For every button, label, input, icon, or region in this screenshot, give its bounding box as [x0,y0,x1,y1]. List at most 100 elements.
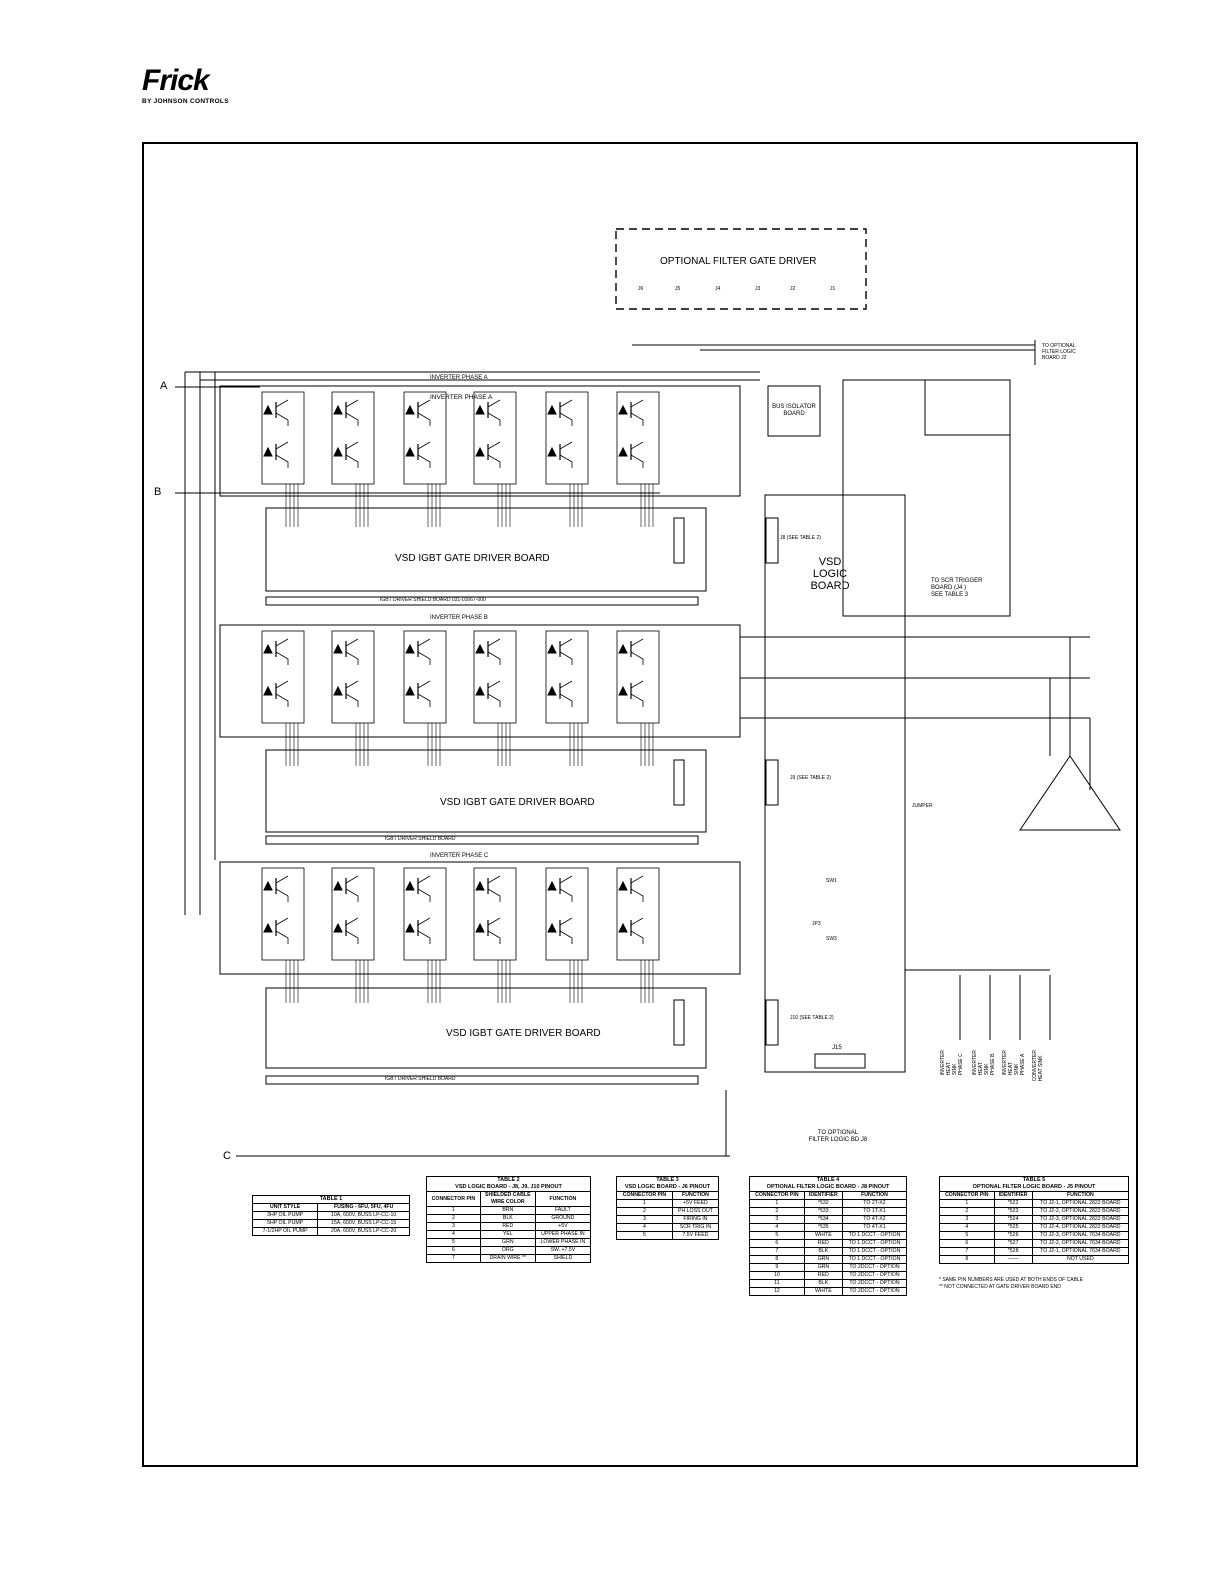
bus-isolator-box [767,385,821,437]
igbt-module [331,630,375,766]
vsd-logic-board-box [764,494,906,1073]
inverter-phase-a-label: INVERTER PHASE A [430,375,488,381]
filter-capacitor-triangle [1019,755,1121,831]
inverter-phase-a-box [219,385,741,497]
table-5-notes: * SAME PIN NUMBERS ARE USED AT BOTH ENDS… [939,1277,1084,1290]
igbt-module [331,867,375,1003]
inverter-phase-b-box [219,624,741,738]
driver-board-c-label: VSD IGBT GATE DRIVER BOARD [446,1028,601,1039]
driver-board-a [265,507,707,592]
igbt-module [331,391,375,527]
logo-wordmark: Frick [142,64,210,97]
jp3-label: JP3 [812,921,821,927]
inverter-phase-c-box [219,861,741,975]
igbt-module [261,630,305,766]
sw1-label: SW1 [826,878,837,884]
shield-board-c-label: IGBT DRIVER SHIELD BOARD [385,1076,456,1082]
shield-board-b-label: IGBT DRIVER SHIELD BOARD [385,836,456,842]
diagram-frame [142,142,1138,1467]
igbt-module [616,391,660,527]
label-a: A [160,380,168,392]
table-row: 1+5V FEED [616,1199,720,1208]
igbt-module [616,630,660,766]
igbt-module [545,391,589,527]
igbt-module [403,391,447,527]
jumper-label: JUMPER [912,803,933,809]
igbt-module [403,630,447,766]
igbt-module [261,867,305,1003]
igbt-module [616,867,660,1003]
inverter-phase-c-label: INVERTER PHASE C [430,853,489,859]
j10-label: J10 (SEE TABLE 2) [790,1015,834,1021]
j9-label: J9 (SEE TABLE 2) [790,775,831,781]
to-filter-logic-label: TO OPTIONAL FILTER LOGIC BOARD J2 [1042,343,1076,361]
optional-filter-title: OPTIONAL FILTER GATE DRIVER [660,256,817,267]
shield-board-a-label: IGBT DRIVER SHIELD BOARD 031-01667-000 [380,597,486,603]
sw3-label: SW3 [826,936,837,942]
table-row: 8——NOT USED [939,1255,1130,1264]
j15-label: J15 [832,1045,842,1051]
igbt-module [473,630,517,766]
driver-board-c [265,987,707,1069]
igbt-module [545,630,589,766]
company-logo: Frick BY JOHNSON CONTROLS [142,64,229,106]
driver-board-b-label: VSD IGBT GATE DRIVER BOARD [440,797,595,808]
igbt-module [403,867,447,1003]
optional-filter-box [615,228,867,310]
logo-tagline: BY JOHNSON CONTROLS [142,98,229,105]
label-c: C [223,1150,231,1162]
igbt-module [473,391,517,527]
j15-connector [814,1053,866,1069]
igbt-module [473,867,517,1003]
driver-board-b [265,749,707,833]
driver-board-a-label: VSD IGBT GATE DRIVER BOARD [395,553,550,564]
j8-label: J8 (SEE TABLE 2) [780,535,821,541]
igbt-module [545,867,589,1003]
lbl-inv-a: INVERTER PHASE A [430,394,493,401]
igbt-module [261,391,305,527]
label-b: B [154,486,162,498]
